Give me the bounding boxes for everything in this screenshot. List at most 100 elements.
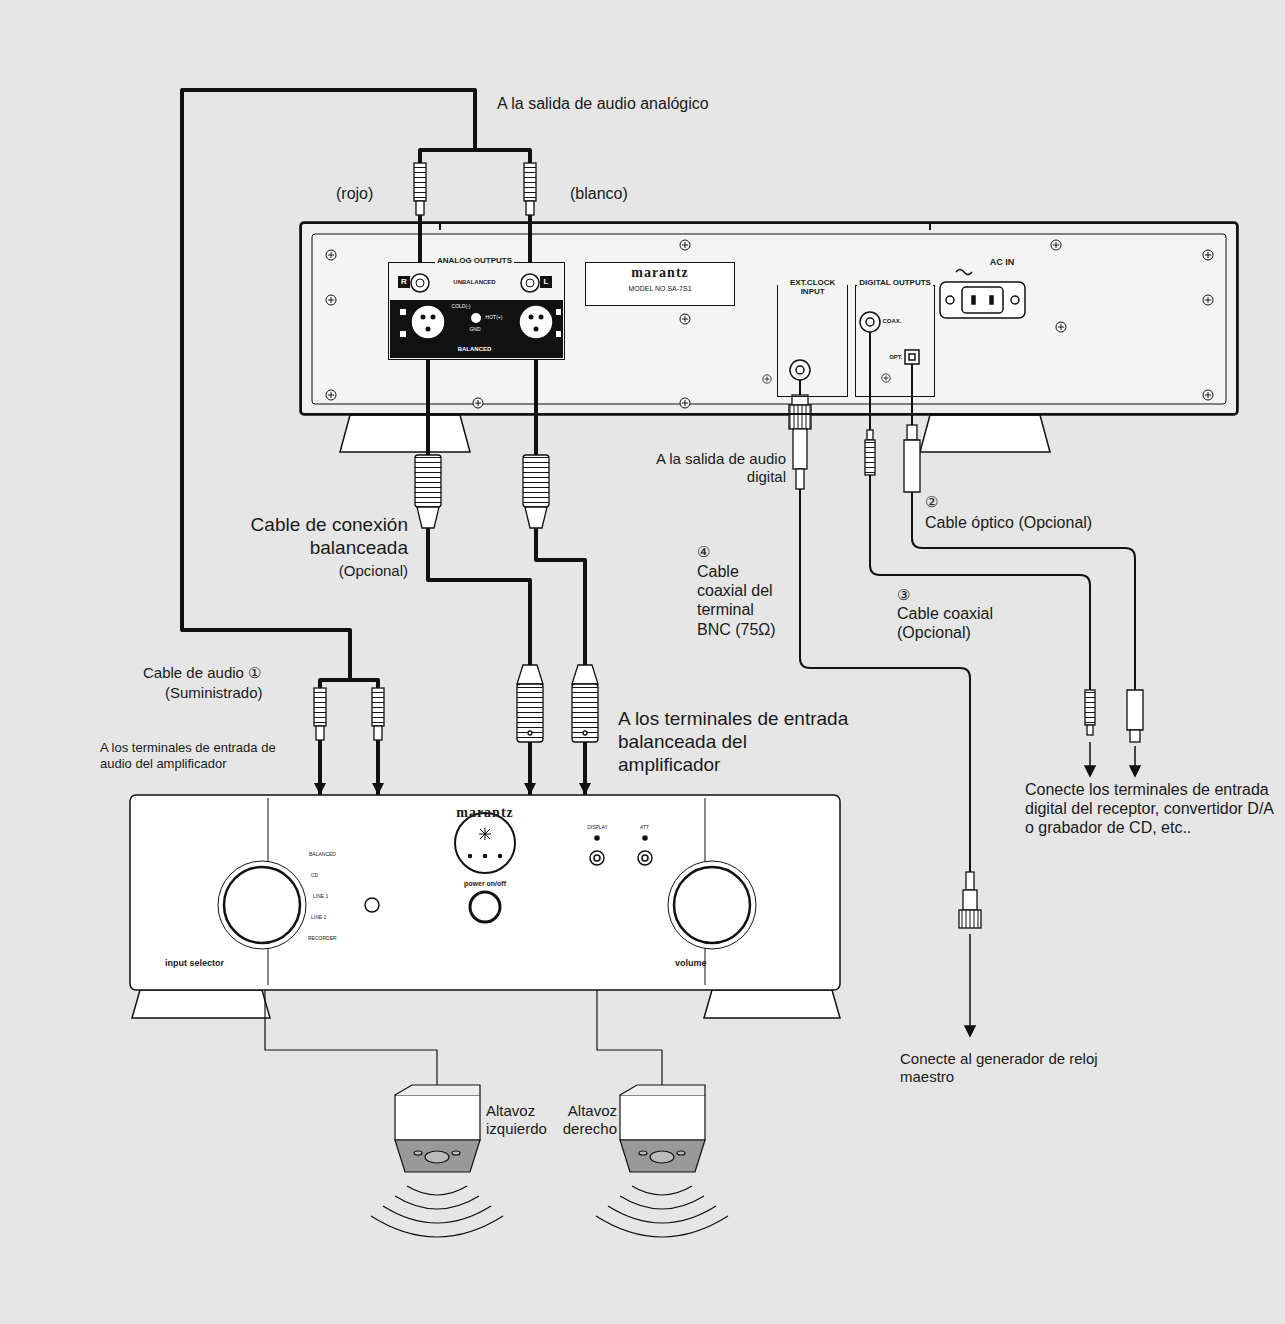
analog-output-panel xyxy=(526,279,534,287)
node-text: COAX. xyxy=(883,318,913,325)
sound-wave xyxy=(395,1196,479,1209)
screw xyxy=(680,398,690,408)
rca-plug xyxy=(414,163,426,201)
callout-label: GND xyxy=(466,326,484,332)
screw xyxy=(326,390,336,400)
bnc-jack xyxy=(790,360,810,380)
speaker xyxy=(650,1151,674,1163)
cable-connector xyxy=(265,990,437,1085)
speaker-box: Altavoz derecho xyxy=(555,1085,705,1175)
node-text: ATT xyxy=(622,824,667,830)
screw xyxy=(473,398,483,408)
xlr-plug xyxy=(572,665,598,684)
ac-inlet xyxy=(940,282,1025,318)
screw xyxy=(1056,322,1066,332)
ac-inlet xyxy=(972,296,975,304)
analog-output-panel xyxy=(411,274,429,292)
analog-output-panel xyxy=(519,305,553,339)
callout-label: A los terminales de entrada balanceada d… xyxy=(618,708,850,776)
screw xyxy=(882,374,890,382)
amplifier-body xyxy=(479,828,491,840)
analog-output-panel xyxy=(556,331,561,337)
xlr-plug xyxy=(525,507,547,528)
node-text: power on/off xyxy=(435,880,535,888)
callout-label: (rojo) xyxy=(336,184,406,203)
arrow-head xyxy=(372,783,384,795)
digital-cable xyxy=(799,380,801,395)
player-chassis xyxy=(340,415,470,452)
xlr-plug xyxy=(415,455,598,742)
analog-output-panel xyxy=(471,313,481,323)
callout-label: R xyxy=(398,277,410,287)
analog-output-panel xyxy=(556,309,561,315)
cable-line xyxy=(597,990,662,1085)
arrow xyxy=(1130,766,1140,776)
arrow-head xyxy=(314,783,326,795)
callout-label: ③ xyxy=(897,586,927,604)
node-text: input selector xyxy=(165,958,255,969)
amplifier-body xyxy=(469,855,472,858)
xlr-plug xyxy=(517,665,543,684)
player-chassis xyxy=(300,222,1238,452)
speaker xyxy=(395,1095,480,1140)
analog-output-panel xyxy=(426,327,431,332)
analog-output-panel xyxy=(390,274,563,358)
analog-output-panel xyxy=(400,331,406,337)
amplifier-body xyxy=(484,855,487,858)
optical-plug xyxy=(1127,690,1143,730)
node-text: volume xyxy=(675,958,735,969)
callout-label: L xyxy=(540,277,552,287)
analog-output-panel xyxy=(539,315,544,320)
callout-label: (Suministrado) xyxy=(165,684,295,702)
ac-inlet xyxy=(1011,296,1019,304)
speaker xyxy=(620,1095,705,1140)
cable-line xyxy=(265,990,437,1085)
callout-label: Cable óptico (Opcional) xyxy=(925,513,1185,532)
screw xyxy=(680,314,690,324)
ac-inlet xyxy=(940,270,1025,319)
coaxial-jack xyxy=(866,318,874,326)
label-plate-bg xyxy=(585,262,735,306)
analog-output-panel xyxy=(540,276,552,288)
node-text: DISPLAY xyxy=(575,824,620,830)
callout-label: A la salida de audio analógico xyxy=(497,94,797,113)
screw xyxy=(326,240,1213,408)
bnc-plug xyxy=(959,910,981,928)
amplifier-body xyxy=(365,898,379,912)
callout-label: A la salida de audio digital xyxy=(630,450,786,486)
analog-output-panel: ANALOG OUTPUTSUNBALANCEDBALANCED xyxy=(388,262,565,360)
speaker xyxy=(677,1151,685,1155)
analog-output-panel xyxy=(416,279,424,287)
xlr-plug xyxy=(517,684,543,742)
xlr-plug xyxy=(572,684,598,742)
screw xyxy=(763,375,771,383)
screw xyxy=(1051,240,1061,250)
sound-wave xyxy=(596,1216,728,1237)
bnc-plug xyxy=(796,469,804,489)
sound-wave xyxy=(407,1186,467,1195)
xlr-plug xyxy=(523,455,549,507)
screw xyxy=(326,295,336,305)
digital-cable xyxy=(911,364,913,425)
model-plate: marantzMODEL NO.SA-7S1 xyxy=(585,262,735,306)
xlr-plug xyxy=(417,507,439,528)
analog-output-panel xyxy=(431,315,436,320)
optical-port xyxy=(905,350,919,364)
callout-label: Cable coaxial (Opcional) xyxy=(897,604,1027,642)
amplifier-body xyxy=(642,855,648,861)
callout-label: ④ xyxy=(697,543,727,561)
callout-label: ② xyxy=(925,493,955,511)
callout-label: CD xyxy=(311,872,341,878)
amplifier-body xyxy=(130,795,840,1018)
amplifier-body xyxy=(268,798,705,985)
rca-plug xyxy=(526,201,534,215)
amplifier-body xyxy=(218,861,306,949)
node-text: OPT. xyxy=(874,354,903,361)
xlr-plug xyxy=(415,455,441,507)
callout-label: (Opcional) xyxy=(320,562,408,580)
optical-port xyxy=(909,354,915,360)
digital-cable xyxy=(800,489,970,872)
xlr-plug xyxy=(583,731,587,735)
sound-wave xyxy=(383,1206,491,1223)
speaker xyxy=(395,1085,480,1095)
